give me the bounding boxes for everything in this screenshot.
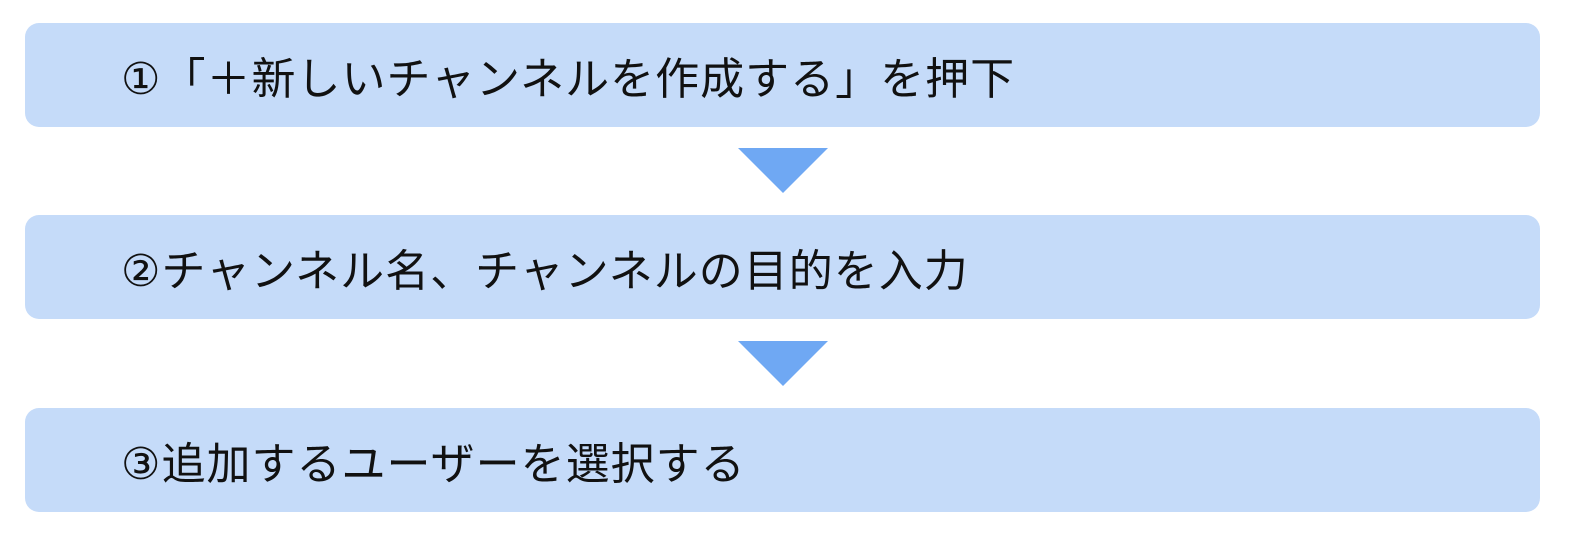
step-3-label: ③追加するユーザーを選択する — [121, 439, 746, 490]
arrow-down-icon — [738, 341, 828, 386]
step-1-box: ①「＋新しいチャンネルを作成する」を押下 — [25, 23, 1540, 127]
step-3-box: ③追加するユーザーを選択する — [25, 408, 1540, 512]
step-2-box: ②チャンネル名、チャンネルの目的を入力 — [25, 215, 1540, 319]
step-2-label: ②チャンネル名、チャンネルの目的を入力 — [121, 246, 969, 297]
arrow-down-icon — [738, 148, 828, 193]
step-1-label: ①「＋新しいチャンネルを作成する」を押下 — [121, 54, 1016, 105]
